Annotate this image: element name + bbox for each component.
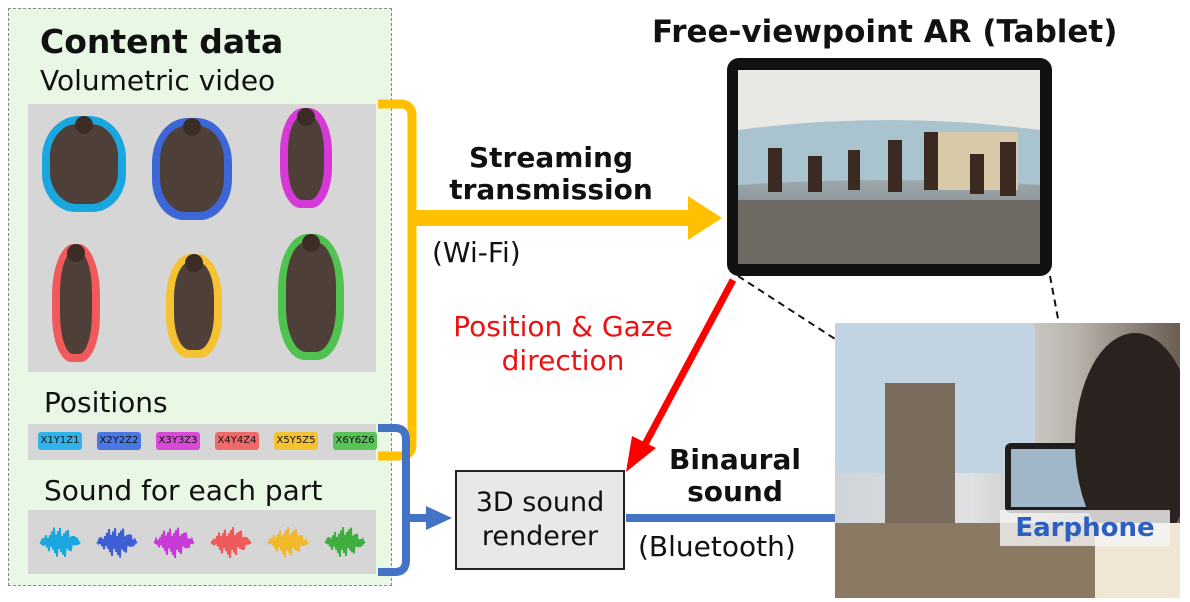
renderer-input-arrow-head	[426, 506, 452, 530]
tablet-ar-screen	[738, 70, 1040, 264]
position-chip: X3Y3Z3	[156, 432, 200, 450]
bluetooth-label: (Bluetooth)	[638, 530, 796, 563]
sound-waveform	[39, 527, 81, 557]
position-chip: X6Y6Z6	[333, 432, 377, 450]
stream-bracket	[378, 99, 417, 461]
performer-accordion	[166, 254, 222, 358]
sound-waveform	[153, 527, 195, 559]
performer-guitar	[42, 116, 126, 212]
sound-for-each-part-label: Sound for each part	[44, 474, 323, 507]
earphone-label: Earphone	[1000, 510, 1170, 546]
performer-keyboard	[280, 108, 332, 208]
binaural-sound-label: Binaural sound	[668, 443, 801, 508]
gaze-arrow-head	[626, 436, 656, 472]
streaming-arrow-head	[688, 196, 722, 240]
sound-waveform	[267, 526, 309, 558]
position-chip: X5Y5Z5	[274, 432, 318, 450]
performer-vocal	[52, 244, 100, 362]
3d-sound-renderer-box: 3D sound renderer	[455, 470, 625, 570]
sound-bracket	[378, 424, 410, 576]
sound-waveform-strip	[28, 510, 376, 574]
photo-scene	[835, 323, 1180, 598]
performer-drums	[152, 118, 232, 220]
user-photo	[835, 323, 1180, 598]
tablet-title: Free-viewpoint AR (Tablet)	[652, 14, 1118, 50]
sound-waveform	[96, 528, 138, 558]
sound-waveform	[324, 527, 366, 557]
content-data-title: Content data	[40, 22, 284, 61]
volumetric-video-thumbnails	[28, 104, 376, 372]
gaze-arrow-shaft	[638, 278, 737, 452]
volumetric-video-label: Volumetric video	[40, 64, 276, 97]
position-chip: X2Y2Z2	[97, 432, 141, 450]
position-chip: X1Y1Z1	[38, 432, 82, 450]
sound-waveform	[210, 527, 252, 559]
position-chip: X4Y4Z4	[215, 432, 259, 450]
wifi-label: (Wi-Fi)	[432, 236, 521, 269]
position-gaze-label: Position & Gaze direction	[453, 310, 673, 377]
streaming-transmission-label: Streaming transmission	[449, 141, 653, 206]
positions-strip	[28, 424, 376, 460]
sound-waveforms	[39, 526, 366, 559]
performer-double-bass	[278, 234, 344, 360]
positions-label: Positions	[44, 386, 168, 419]
ar-scene	[738, 70, 1040, 264]
